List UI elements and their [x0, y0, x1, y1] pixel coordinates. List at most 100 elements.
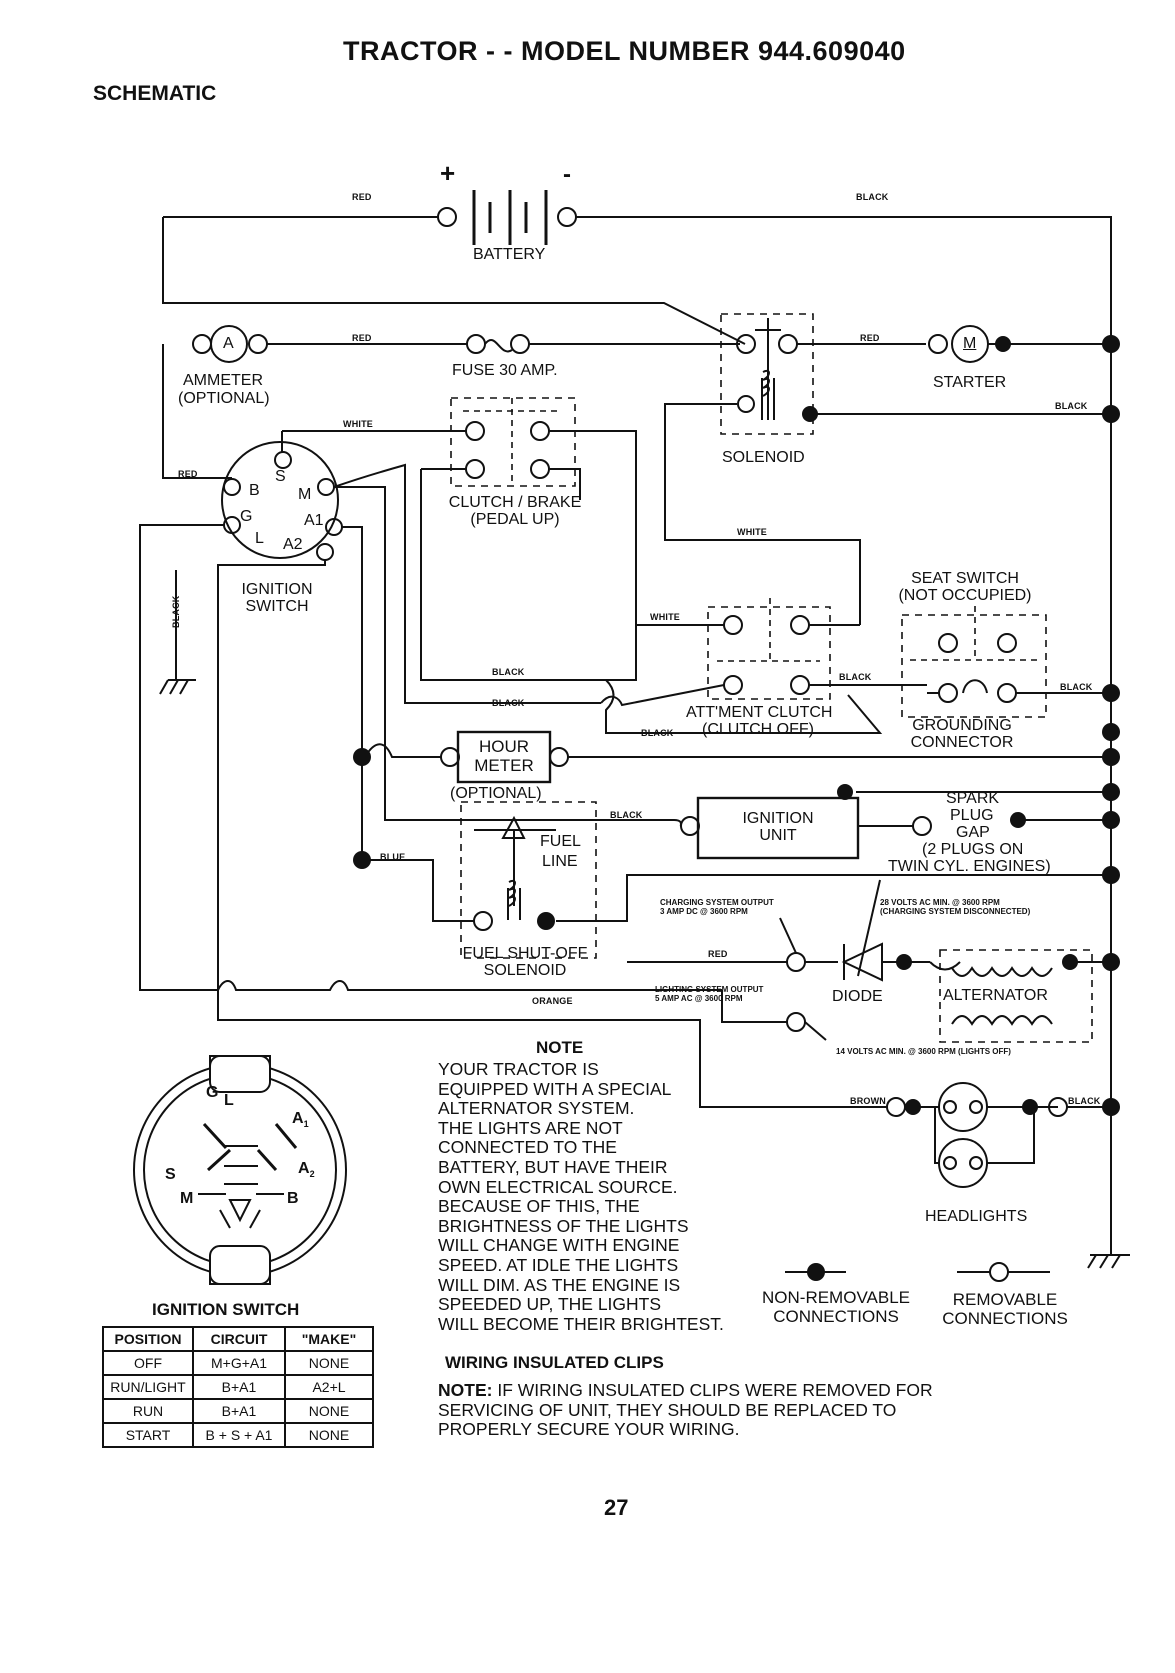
hour-meter-optional: (OPTIONAL) — [450, 785, 542, 802]
battery-neg-terminal — [557, 207, 577, 227]
note-line: OWN ELECTRICAL SOURCE. — [438, 1176, 678, 1197]
spark-plug-twin: TWIN CYL. ENGINES) — [888, 858, 1051, 875]
table-cell: M+G+A1 — [192, 1350, 286, 1376]
table-header: POSITION — [102, 1326, 194, 1352]
ammeter-optional-label: (OPTIONAL) — [178, 390, 270, 407]
wire-label-black-starter: BLACK — [1055, 401, 1088, 411]
wire-label-black-seat: BLACK — [839, 672, 872, 682]
terminal-l: L — [255, 530, 264, 547]
page-number: 27 — [604, 1495, 629, 1520]
headlights-label: HEADLIGHTS — [925, 1208, 1028, 1225]
clips-note-prefix: NOTE: — [438, 1380, 493, 1400]
grounding-connector-label-2: CONNECTOR — [910, 734, 1014, 751]
wire-label-white-clutch: WHITE — [737, 527, 767, 537]
ignition-switch-label-2: SWITCH — [245, 598, 309, 615]
wire-label-white-top: WHITE — [343, 419, 373, 429]
note-line: CONNECTED TO THE — [438, 1137, 617, 1158]
wire-label-black-2: BLACK — [492, 698, 525, 708]
table-cell: A2+L — [284, 1374, 374, 1400]
key-terminal-s: S — [165, 1166, 176, 1183]
table-row: RUN/LIGHT B+A1 A2+L — [102, 1374, 374, 1400]
table-cell: B+A1 — [192, 1374, 286, 1400]
legend-non-removable: NON-REMOVABLE — [762, 1288, 910, 1307]
battery-pos-terminal — [437, 207, 457, 227]
legend-removable-2: CONNECTIONS — [942, 1309, 1068, 1328]
wire-label-black-headlight: BLACK — [1068, 1096, 1101, 1106]
seat-switch-state: (NOT OCCUPIED) — [898, 587, 1032, 604]
ac-min-label: 28 VOLTS AC MIN. @ 3600 RPM — [880, 898, 1000, 907]
key-terminal-l: L — [224, 1092, 234, 1109]
wire-label-black-ground: BLACK — [1060, 682, 1093, 692]
starter-symbol: M — [963, 335, 977, 352]
ignition-switch-table-title: IGNITION SWITCH — [152, 1300, 300, 1319]
ignition-switch-label: IGNITION — [241, 581, 313, 598]
wire-label-white-attachment: WHITE — [650, 612, 680, 622]
table-cell: NONE — [284, 1350, 374, 1376]
attachment-clutch-label: ATT'MENT CLUTCH — [686, 704, 833, 721]
note-line: EQUIPPED WITH A SPECIAL — [438, 1078, 672, 1099]
ammeter-label: AMMETER — [183, 372, 263, 389]
charging-output-value: 3 AMP DC @ 3600 RPM — [660, 907, 748, 916]
alternator-label: ALTERNATOR — [943, 987, 1048, 1004]
ac-min-condition: (CHARGING SYSTEM DISCONNECTED) — [880, 907, 1031, 916]
terminal-g: G — [240, 508, 253, 525]
table-cell: NONE — [284, 1398, 374, 1424]
hour-meter-label-2: METER — [474, 756, 534, 775]
legend-removable: REMOVABLE — [952, 1290, 1058, 1309]
table-cell: START — [102, 1422, 194, 1448]
terminal-a2: A2 — [283, 536, 303, 553]
grounding-connector-label: GROUNDING — [912, 717, 1012, 734]
table-cell: B + S + A1 — [192, 1422, 286, 1448]
battery-minus-sign: - — [563, 161, 571, 188]
table-row: OFF M+G+A1 NONE — [102, 1350, 374, 1376]
spark-plug-count: (2 PLUGS ON — [922, 841, 1024, 858]
ignition-switch-table: POSITION CIRCUIT "MAKE" OFF M+G+A1 NONE … — [102, 1326, 374, 1448]
wire-label-black-unit: BLACK — [610, 810, 643, 820]
ignition-unit-label: IGNITION — [742, 810, 814, 827]
fuel-solenoid-label-2: SOLENOID — [483, 962, 567, 979]
spark-plug-label-2: PLUG — [950, 807, 994, 824]
clips-note: NOTE: IF WIRING INSULATED CLIPS WERE REM… — [438, 1380, 933, 1440]
key-terminal-m: M — [180, 1190, 194, 1207]
terminal-a1: A1 — [304, 512, 324, 529]
wire-label-red-diode: RED — [708, 949, 728, 959]
table-cell: NONE — [284, 1422, 374, 1448]
table-header-row: POSITION CIRCUIT "MAKE" — [102, 1326, 374, 1352]
note-line: BRIGHTNESS OF THE LIGHTS — [438, 1215, 689, 1236]
note-line: THE LIGHTS ARE NOT — [438, 1117, 623, 1138]
spark-plug-gap: GAP — [956, 824, 990, 841]
clutch-brake-label: CLUTCH / BRAKE — [448, 494, 582, 511]
clips-note-line: SERVICING OF UNIT, THEY SHOULD BE REPLAC… — [438, 1399, 897, 1420]
key-terminal-a1: A1 — [292, 1110, 309, 1130]
fuel-solenoid-label: FUEL SHUT-OFF — [462, 945, 588, 962]
lighting-output-label: LIGHTING SYSTEM OUTPUT — [655, 985, 764, 994]
seat-switch-label: SEAT SWITCH — [911, 570, 1019, 587]
wire-label-red-battery: RED — [352, 192, 372, 202]
solenoid-label: SOLENOID — [722, 449, 805, 466]
page-title: TRACTOR - - MODEL NUMBER 944.609040 — [343, 36, 906, 66]
terminal-m: M — [298, 486, 312, 503]
attachment-clutch-state: (CLUTCH OFF) — [702, 721, 814, 738]
wire-label-black-vertical: BLACK — [171, 595, 181, 629]
table-header: CIRCUIT — [192, 1326, 286, 1352]
table-row: RUN B+A1 NONE — [102, 1398, 374, 1424]
table-cell: OFF — [102, 1350, 194, 1376]
charging-output-label: CHARGING SYSTEM OUTPUT — [660, 898, 774, 907]
wire-label-red-starter: RED — [860, 333, 880, 343]
wire-label-orange: ORANGE — [532, 996, 573, 1006]
legend-non-removable-2: CONNECTIONS — [773, 1307, 899, 1326]
clips-note-line: IF WIRING INSULATED CLIPS WERE REMOVED F… — [497, 1380, 933, 1400]
clips-note-line: PROPERLY SECURE YOUR WIRING. — [438, 1419, 740, 1440]
spark-plug-label: SPARK — [946, 790, 1000, 807]
ammeter-symbol: A — [223, 335, 234, 352]
note-line: SPEED. AT IDLE THE LIGHTS — [438, 1254, 679, 1275]
clips-heading: WIRING INSULATED CLIPS — [445, 1353, 664, 1372]
hour-meter-label: HOUR — [478, 737, 530, 756]
note-heading: NOTE — [536, 1038, 584, 1057]
table-cell: RUN — [102, 1398, 194, 1424]
starter-label: STARTER — [933, 374, 1007, 391]
section-heading: SCHEMATIC — [93, 82, 217, 105]
wire-label-black-1: BLACK — [492, 667, 525, 677]
table-header: "MAKE" — [284, 1326, 374, 1352]
